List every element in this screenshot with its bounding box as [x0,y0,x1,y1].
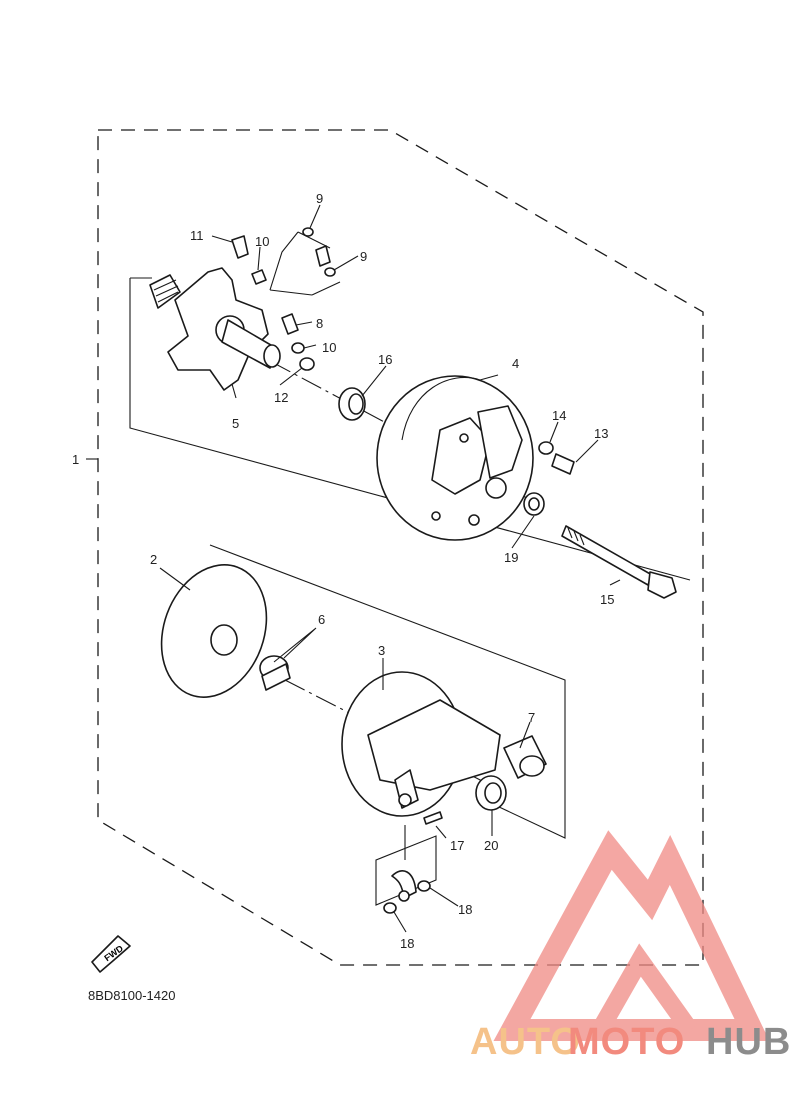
callout-8: 8 [316,316,323,331]
long-bolt-part [561,525,677,599]
fwd-arrow-icon: FWD [91,935,131,973]
bolt-washer-parts [523,441,575,516]
callout-4: 4 [512,356,519,371]
callout-20: 20 [484,838,498,853]
watermark-moto: MOTO [568,1021,685,1063]
callout-5: 5 [232,416,239,431]
callout-14: 14 [552,408,566,423]
sheave-cover-part [376,375,534,541]
watermark-text: AUTO MOTO HUB [470,1021,791,1063]
callout-labels: 1 2 3 4 5 6 7 8 9 9 10 10 11 12 13 14 15… [72,191,614,951]
diagram-code: 8BD8100-1420 [88,988,175,1003]
watermark-hub: HUB [706,1021,791,1063]
leader-lines [86,204,621,933]
callout-19: 19 [504,550,518,565]
callout-1: 1 [72,452,79,467]
callout-2: 2 [150,552,157,567]
callout-17: 17 [450,838,464,853]
callout-13: 13 [594,426,608,441]
pin-part [423,811,443,825]
spider-part [149,267,281,391]
callout-18a: 18 [458,902,472,917]
callout-9a: 9 [316,191,323,206]
callout-18b: 18 [400,936,414,951]
primary-sheave-frame [129,277,691,581]
bushing-part [338,387,366,421]
callout-3: 3 [378,643,385,658]
callout-15: 15 [600,592,614,607]
slider-part [259,655,291,691]
roller-detail [375,835,437,914]
callout-7: 7 [528,710,535,725]
callout-16: 16 [378,352,392,367]
movable-sheave-part [160,564,268,698]
callout-6: 6 [318,612,325,627]
callout-9b: 9 [360,249,367,264]
watermark-logo-icon [493,830,770,1041]
watermark-auto: AUTO [470,1021,581,1063]
callout-12: 12 [274,390,288,405]
callout-10b: 10 [322,340,336,355]
sleeve-part [503,735,547,779]
callout-11: 11 [190,228,204,243]
housing-part [341,671,501,817]
callout-10a: 10 [255,234,269,249]
secondary-sheave-frame [209,544,566,839]
seal-ring-part [475,775,507,811]
hardware-parts [231,227,341,371]
